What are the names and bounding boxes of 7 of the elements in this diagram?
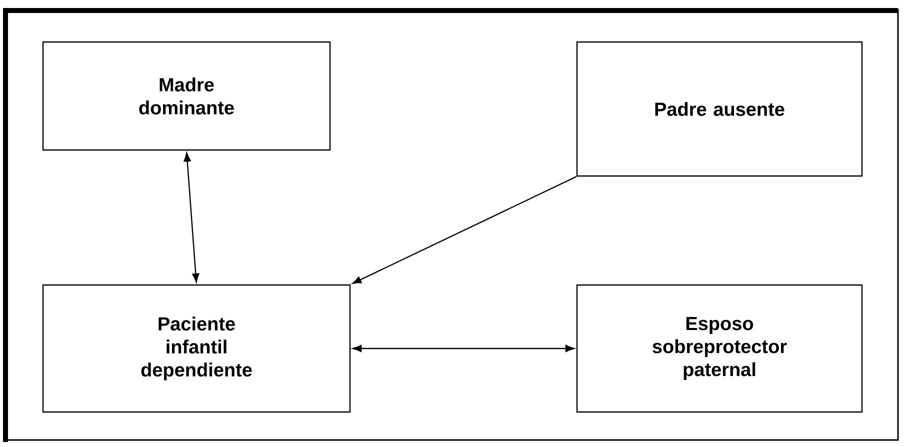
arrow (352, 176, 577, 284)
arrow (352, 344, 574, 352)
text-box: Padre ausente (576, 41, 863, 177)
text-box: Paciente infantil dependiente (42, 284, 351, 413)
text-box: Esposo sobreprotector paternal (576, 284, 863, 413)
arrow (184, 152, 200, 282)
text-box: Madre dominante (42, 41, 331, 151)
